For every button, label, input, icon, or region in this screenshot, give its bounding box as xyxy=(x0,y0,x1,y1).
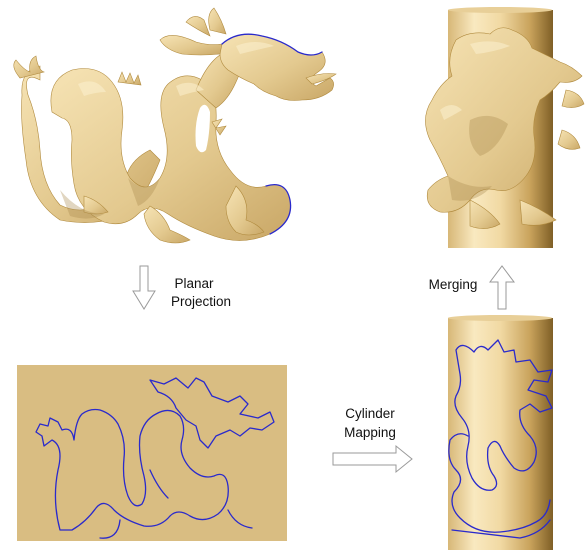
merged-dragon-cylinder xyxy=(425,7,584,248)
cylinder-mapping-arrow xyxy=(333,446,412,472)
planar-projection-panel xyxy=(17,365,287,541)
dragon-model-3d xyxy=(14,8,336,243)
merging-label: Merging xyxy=(429,277,478,292)
cylinder-mapping-panel xyxy=(448,315,553,550)
planar-projection-label-line2: Projection xyxy=(171,294,231,309)
planar-projection-label-line1: Planar xyxy=(174,276,214,291)
cylinder-mapping-label-line1: Cylinder xyxy=(345,406,395,421)
merging-arrow xyxy=(490,266,514,309)
planar-projection-arrow xyxy=(133,266,155,309)
projection-plane xyxy=(17,365,287,541)
cylinder-mapping-label-line2: Mapping xyxy=(344,425,396,440)
